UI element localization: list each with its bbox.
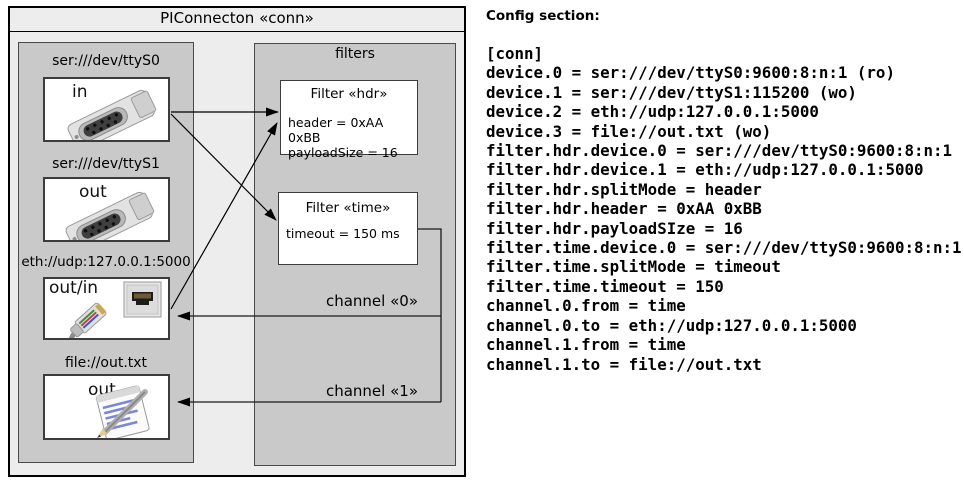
channel-0-label: channel «0» — [325, 292, 418, 310]
filter-property: timeout = 150 ms — [286, 226, 400, 241]
device-uri-ttys1: ser:///dev/ttyS1 — [52, 156, 160, 172]
device-uri-eth: eth://udp:127.0.0.1:5000 — [21, 254, 191, 270]
config-line: filter.hdr.payloadSIze = 16 — [486, 218, 743, 238]
device-node-file: out — [43, 374, 170, 440]
config-line: device.2 = eth://udp:127.0.0.1:5000 — [486, 102, 819, 122]
device-uri-file: file://out.txt — [64, 355, 148, 371]
serial-connector-icon — [67, 89, 157, 140]
config-line: channel.1.to = file://out.txt — [486, 354, 762, 374]
config-line: filter.time.splitMode = timeout — [486, 257, 781, 277]
device-node-ttys0: in — [43, 77, 170, 142]
config-line: channel.1.from = time — [486, 335, 686, 355]
config-line: filter.time.timeout = 150 — [486, 276, 724, 296]
config-line: channel.0.to = eth://udp:127.0.0.1:5000 — [486, 315, 857, 335]
ethernet-plug-icon — [67, 281, 162, 338]
config-line: filter.hdr.device.0 = ser:///dev/ttyS0:9… — [486, 141, 953, 161]
filter-node-time: Filter «time» timeout = 150 ms — [278, 192, 418, 265]
filters-panel-title: filters — [335, 46, 375, 62]
filter-name: Filter «hdr» — [310, 86, 388, 102]
config-line: [conn] — [486, 44, 544, 63]
filter-name: Filter «time» — [305, 200, 391, 216]
config-line: device.3 = file://out.txt (wo) — [486, 121, 772, 141]
channel-1-label: channel «1» — [325, 382, 418, 400]
notepad-pencil-icon — [95, 385, 150, 438]
config-line: device.0 = ser:///dev/ttyS0:9600:8:n:1 (… — [486, 63, 895, 83]
config-listing: [conn] device.0 = ser:///dev/ttyS0:9600:… — [486, 44, 962, 374]
filter-property: payloadSize = 16 — [288, 145, 398, 160]
device-node-eth: out/in — [43, 277, 170, 340]
device-node-ttys1: out — [43, 177, 170, 242]
config-section-heading: Config section: — [486, 8, 600, 24]
config-line: filter.hdr.header = 0xAA 0xBB — [486, 199, 762, 219]
config-line: filter.hdr.device.1 = eth://udp:127.0.0.… — [486, 160, 924, 180]
port-label: out/in — [49, 278, 99, 298]
config-line: channel.0.from = time — [486, 296, 686, 316]
filter-node-hdr: Filter «hdr» header = 0xAA 0xBB payloadS… — [280, 80, 418, 160]
port-label: out — [79, 182, 107, 202]
config-line: filter.hdr.splitMode = header — [486, 179, 762, 199]
config-line: device.1 = ser:///dev/ttyS1:115200 (wo) — [486, 82, 857, 102]
config-line: filter.time.device.0 = ser:///dev/ttyS0:… — [486, 238, 962, 258]
serial-connector-icon — [65, 191, 155, 240]
port-label: in — [72, 82, 88, 102]
filter-property: header = 0xAA 0xBB — [288, 115, 384, 145]
connector-title: PIConnecton «conn» — [8, 6, 466, 32]
device-uri-ttys0: ser:///dev/ttyS0 — [52, 53, 160, 69]
